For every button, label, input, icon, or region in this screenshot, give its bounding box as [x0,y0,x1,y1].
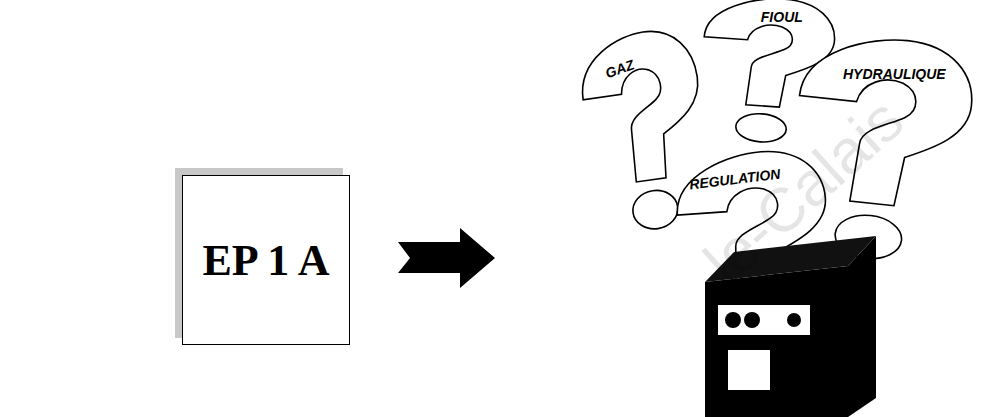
energy-label: HYDRAULIQUE [843,66,946,82]
block-arrow [398,228,495,288]
energy-label: FIOUL [761,9,803,25]
boiler-panel [718,305,810,335]
boiler-door [728,350,770,390]
boiler-knob [787,313,801,327]
box-title: EP 1 A [183,176,349,344]
question-hook [575,25,711,187]
question-dot [630,188,680,232]
question-dot [735,112,787,143]
boiler-knob [744,312,760,328]
title-box: EP 1 A [182,175,350,345]
question-dot [833,212,904,262]
boiler-knob [725,312,741,328]
question-dot [727,305,787,346]
